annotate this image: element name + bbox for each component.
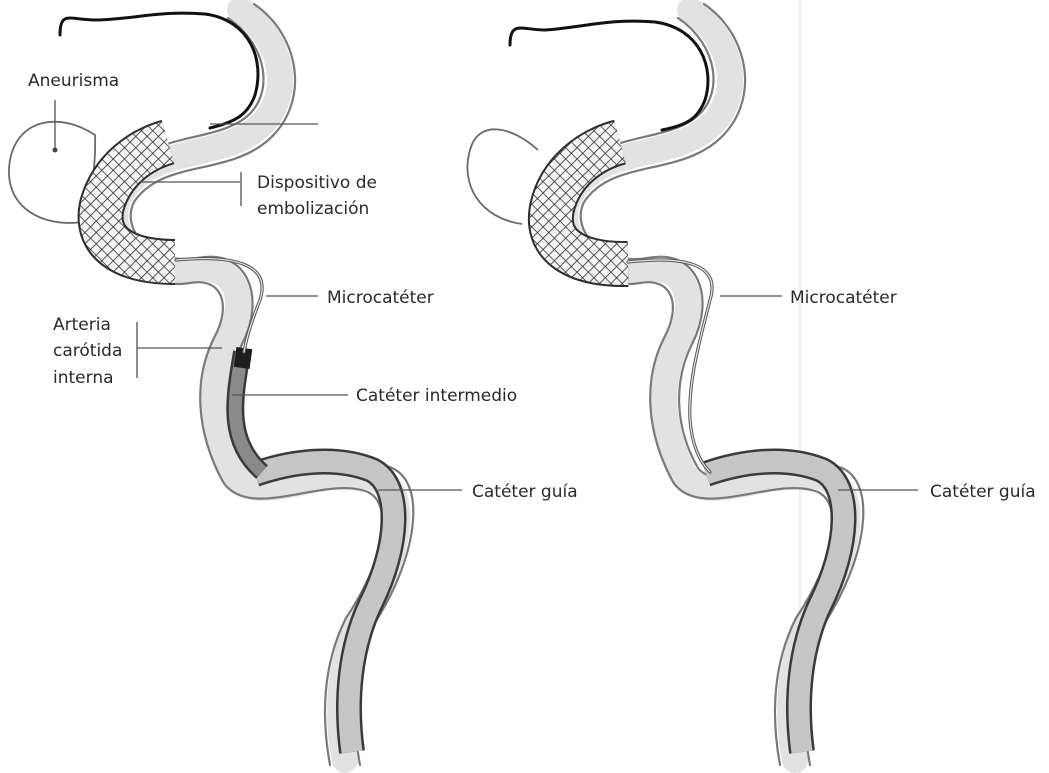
label-dispositivo-1: Dispositivo de (257, 173, 377, 193)
label-aneurisma: Aneurisma (28, 71, 119, 91)
label-arteria-2: carótida (53, 341, 122, 361)
embolization-device-mesh-right (551, 142, 628, 264)
label-arteria-1: Arteria (53, 315, 111, 335)
wire-loop-right (510, 21, 708, 130)
label-cateter-guia-left: Catéter guía (472, 482, 578, 502)
right-panel: Microcatéter Catéter guía (467, 4, 1035, 765)
label-arteria-3: interna (53, 368, 114, 388)
aneurysm-sac-right (467, 129, 538, 224)
label-microcateter-right: Microcatéter (790, 288, 897, 308)
label-cateter-intermedio: Catéter intermedio (356, 386, 517, 406)
intermediate-catheter-core (235, 352, 262, 472)
label-cateter-guia-right: Catéter guía (930, 482, 1036, 502)
label-microcateter-left: Microcatéter (327, 288, 434, 308)
aneurysm-dot (53, 148, 58, 153)
left-panel: Aneurisma Dispositivo de embolización Mi… (9, 4, 578, 765)
label-dispositivo-2: embolización (257, 199, 369, 219)
embolization-device-mesh (101, 142, 175, 262)
